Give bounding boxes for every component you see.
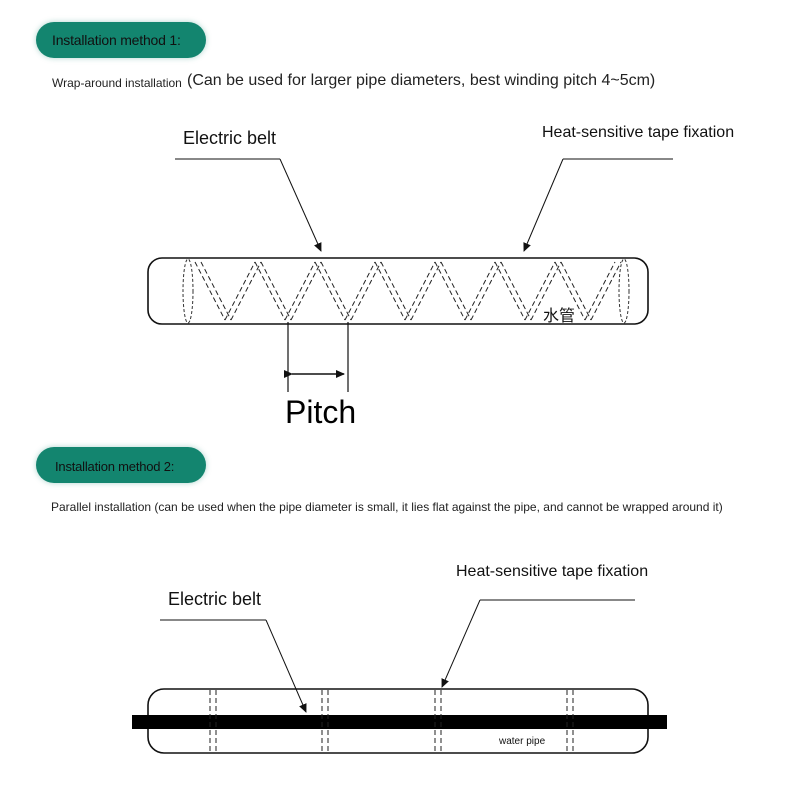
wrapped-belt-segment <box>194 261 226 321</box>
method1-belt-leader <box>279 158 322 252</box>
wrapped-belt-segment <box>344 261 376 321</box>
wrapped-belt-segment <box>584 261 616 321</box>
method1-label-tape: Heat-sensitive tape fixation <box>542 124 735 141</box>
method1-pipe-right-end <box>618 258 630 324</box>
wrapped-belt-segment <box>524 261 556 321</box>
method2-badge <box>36 447 206 483</box>
wrapped-belt-segment <box>380 261 412 321</box>
wrapped-belt-segment <box>224 261 256 321</box>
method1-pipe-left-end <box>182 258 194 324</box>
wrapped-belt-segment <box>320 261 352 321</box>
wrapped-belt-segment <box>350 261 382 321</box>
method1-desc-prefix: Wrap-around installation <box>52 76 182 90</box>
wrapped-belt-segment <box>254 261 286 321</box>
wrapped-belt-segment <box>560 261 592 321</box>
method2-label-electric-belt: Electric belt <box>168 589 262 609</box>
method1-badge-text: Installation method 1: <box>52 32 181 48</box>
method1-wrapped-belt <box>194 261 622 321</box>
method2-belt-leader <box>265 619 307 713</box>
method1-label-pipe: 水管 <box>543 308 576 325</box>
method2-electric-belt <box>132 715 667 729</box>
wrapped-belt-segment <box>230 261 262 321</box>
wrapped-belt-segment <box>464 261 496 321</box>
wrapped-belt-segment <box>554 261 586 321</box>
method2-label-tape: Heat-sensitive tape fixation <box>456 563 649 580</box>
wrapped-belt-segment <box>434 261 466 321</box>
method1-desc-main: (Can be used for larger pipe diameters, … <box>187 72 656 89</box>
wrapped-belt-segment <box>374 261 406 321</box>
method1-tape-leader <box>523 158 564 252</box>
wrapped-belt-segment <box>440 261 472 321</box>
method1-badge <box>36 22 206 58</box>
wrapped-belt-segment <box>200 261 232 321</box>
wrapped-belt-segment <box>260 261 292 321</box>
method2-tape-ties <box>209 690 574 752</box>
wrapped-belt-segment <box>284 261 316 321</box>
wrapped-belt-segment <box>494 261 526 321</box>
method1-label-electric-belt: Electric belt <box>183 128 277 148</box>
wrapped-belt-segment <box>290 261 322 321</box>
method1-label-pitch: Pitch <box>285 394 357 430</box>
wrapped-belt-segment <box>314 261 346 321</box>
wrapped-belt-segment <box>404 261 436 321</box>
method2-badge-text: Installation method 2: <box>55 459 175 474</box>
method2-tape-leader <box>441 599 481 688</box>
wrapped-belt-segment <box>590 261 622 321</box>
method1-pipe <box>147 257 649 325</box>
wrapped-belt-segment <box>410 261 442 321</box>
wrapped-belt-segment <box>530 261 562 321</box>
method2-label-pipe: water pipe <box>497 736 548 747</box>
wrapped-belt-segment <box>500 261 532 321</box>
method2-desc: Parallel installation (can be used when … <box>51 500 723 514</box>
wrapped-belt-segment <box>470 261 502 321</box>
